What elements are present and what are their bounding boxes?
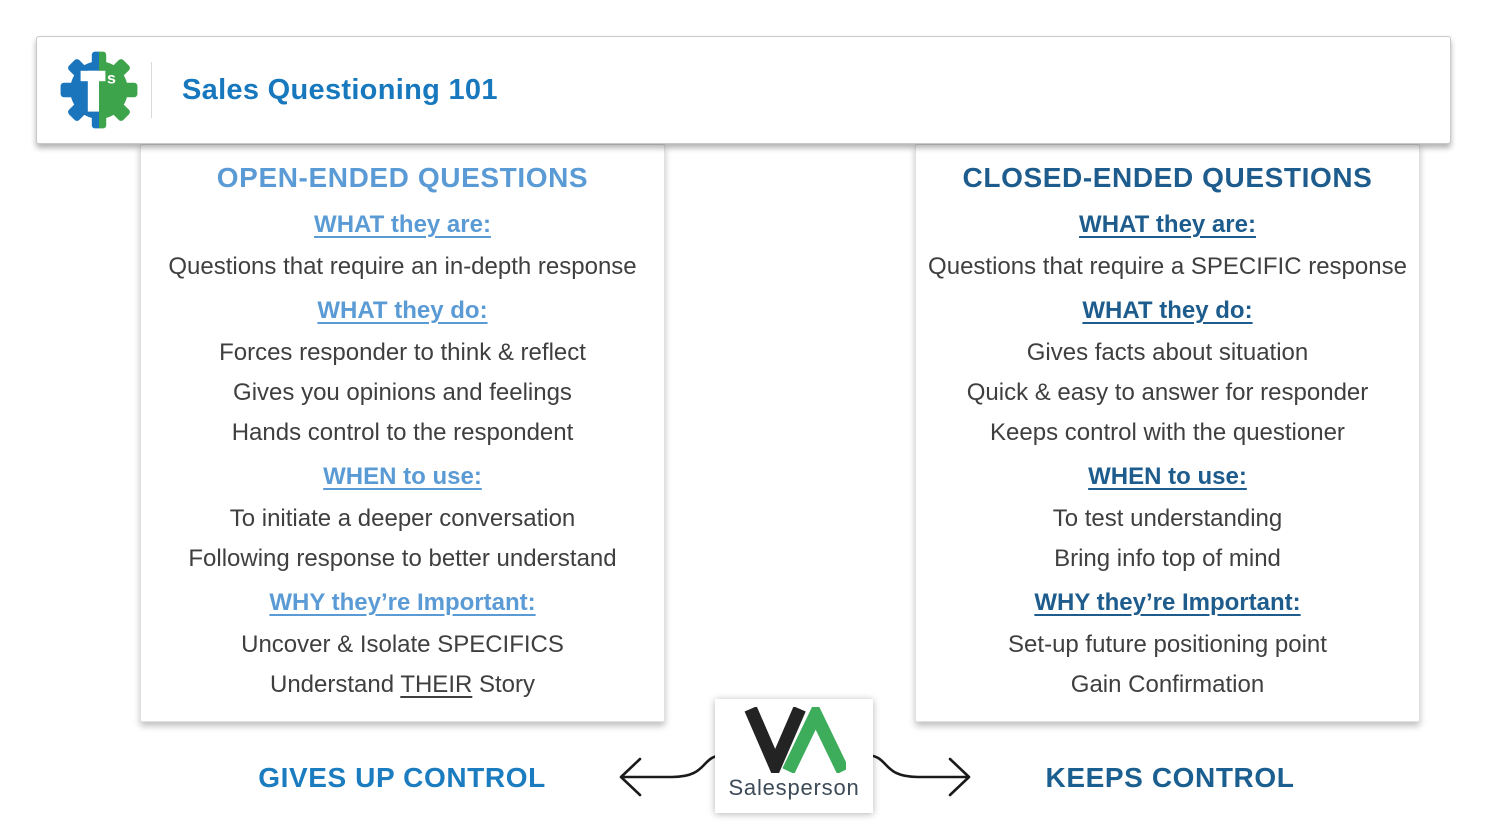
va-logo-icon <box>744 707 846 773</box>
panel-item: Bring info top of mind <box>1054 545 1281 572</box>
panel-item: To test understanding <box>1052 505 1283 532</box>
section-heading-why-important: WHY they’re Important: <box>269 589 536 616</box>
panel-item-understand-their-story: Understand THEIR Story <box>141 665 664 705</box>
panel-item: Questions that require a SPECIFIC respon… <box>928 253 1407 280</box>
item-text: Understand <box>270 671 401 698</box>
header-bar: s Sales Questioning 101 <box>36 36 1451 144</box>
panel-item: Set-up future positioning point <box>1008 631 1327 658</box>
arrow-left-icon <box>619 753 722 797</box>
panel-item: Questions that require an in-depth respo… <box>168 253 637 280</box>
closed-panel-title: CLOSED-ENDED QUESTIONS <box>962 162 1373 193</box>
panel-item: Gain Confirmation <box>1070 671 1265 698</box>
panel-item: Hands control to the respondent <box>231 419 574 446</box>
salesperson-label: Salesperson <box>728 775 860 800</box>
header-divider <box>151 62 152 118</box>
open-panel-title: OPEN-ENDED QUESTIONS <box>216 162 589 193</box>
gives-up-control-label: GIVES UP CONTROL <box>258 762 546 793</box>
section-heading-why-important: WHY they’re Important: <box>1034 589 1301 616</box>
panel-item: Quick & easy to answer for responder <box>966 379 1369 406</box>
item-text: Story <box>472 671 535 698</box>
section-heading-when-to-use: WHEN to use: <box>323 463 482 490</box>
arrow-right-icon <box>868 753 971 797</box>
keeps-control-label: KEEPS CONTROL <box>1045 762 1295 793</box>
page-title: Sales Questioning 101 <box>182 73 498 106</box>
item-underlined-word: THEIR <box>400 671 473 698</box>
panel-item: Following response to better understand <box>188 545 617 572</box>
section-heading-when-to-use: WHEN to use: <box>1088 463 1247 490</box>
open-ended-panel: OPEN-ENDED QUESTIONS WHAT they are: Ques… <box>140 144 665 722</box>
salesperson-badge: Salesperson <box>715 699 873 813</box>
panel-item: Gives you opinions and feelings <box>233 379 572 406</box>
gear-logo-icon: s <box>60 51 138 129</box>
panel-item: Uncover & Isolate SPECIFICS <box>241 631 564 658</box>
panel-item: Keeps control with the questioner <box>990 419 1345 446</box>
section-heading-what-they-do: WHAT they do: <box>317 297 488 324</box>
section-heading-what-they-are: WHAT they are: <box>314 211 491 238</box>
section-heading-what-they-are: WHAT they are: <box>1079 211 1256 238</box>
closed-ended-panel: CLOSED-ENDED QUESTIONS WHAT they are: Qu… <box>915 144 1420 722</box>
section-heading-what-they-do: WHAT they do: <box>1082 297 1253 324</box>
panel-item: Forces responder to think & reflect <box>219 339 586 366</box>
panel-item: To initiate a deeper conversation <box>229 505 576 532</box>
gear-logo-superscript: s <box>107 71 116 88</box>
panel-item: Gives facts about situation <box>1026 339 1309 366</box>
